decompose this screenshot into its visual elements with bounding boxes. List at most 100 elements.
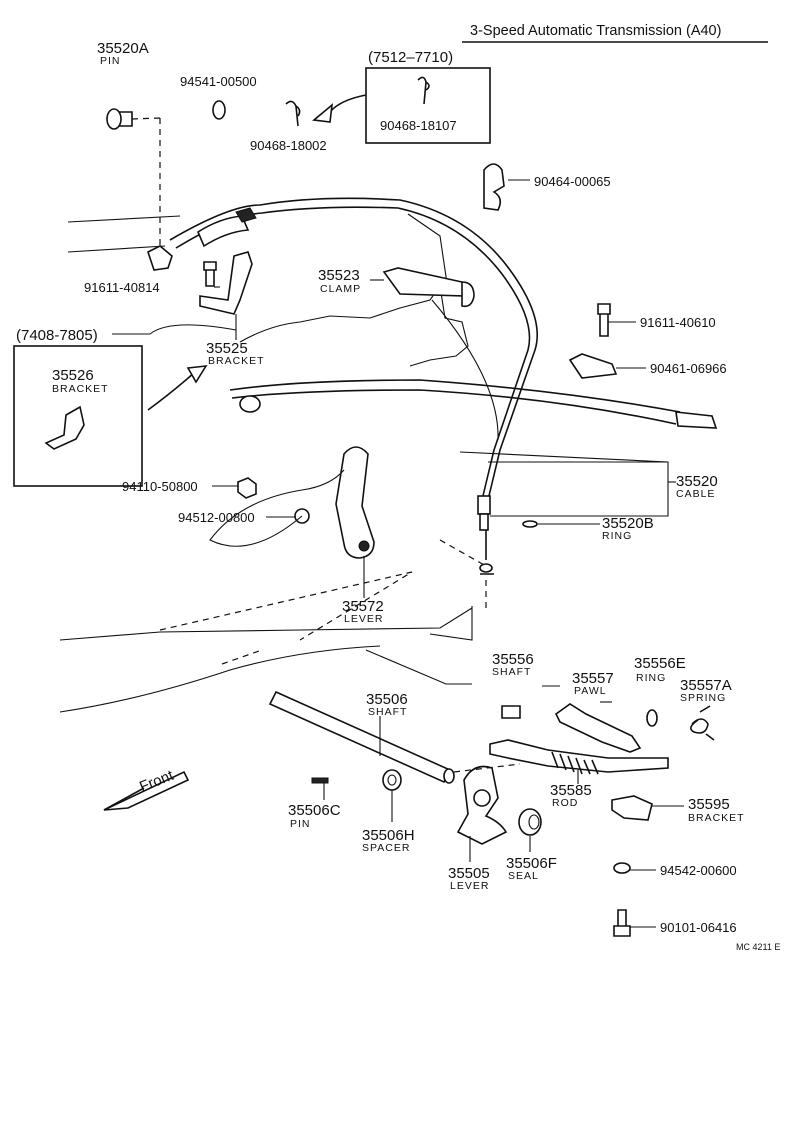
part-number: 35520 bbox=[676, 473, 718, 490]
clamp-90464 bbox=[483, 163, 505, 211]
part-name: SPRING bbox=[680, 692, 726, 704]
inset-bracket-icon bbox=[44, 405, 85, 450]
cable-clevis bbox=[147, 245, 173, 271]
front-arrow bbox=[103, 770, 190, 811]
part-name: CLAMP bbox=[320, 283, 361, 295]
rod-end-slot bbox=[675, 411, 718, 429]
leaders bbox=[212, 179, 684, 928]
part-number: 90101-06416 bbox=[660, 920, 737, 935]
part-number: 35506C bbox=[288, 802, 341, 819]
part-number: 35557A bbox=[680, 677, 732, 694]
inset-left-part: 35526 bbox=[52, 367, 94, 384]
part-number: 35520B bbox=[602, 515, 654, 532]
diagram-title: 3-Speed Automatic Transmission (A40) bbox=[470, 23, 721, 39]
nut-94542 bbox=[613, 862, 631, 874]
shaft-35506 bbox=[268, 690, 452, 784]
lever-35572 bbox=[335, 446, 375, 559]
nut-94110 bbox=[237, 477, 257, 499]
clamp-35523 bbox=[382, 267, 468, 297]
part-number: 94110-50800 bbox=[122, 479, 198, 494]
bracket-35525 bbox=[199, 251, 253, 315]
part-number: 90464-00065 bbox=[534, 174, 611, 189]
inset-left-leader bbox=[112, 324, 237, 335]
upper-parts bbox=[106, 100, 718, 559]
inset-top-frame bbox=[365, 67, 491, 144]
pawl-35557 bbox=[554, 703, 642, 753]
part-number: 35525 bbox=[206, 340, 248, 357]
part-number: 35556E bbox=[634, 655, 686, 672]
part-number: 94512-00800 bbox=[178, 510, 255, 525]
clip-90468-18002 bbox=[285, 100, 301, 127]
part-number: 91611-40610 bbox=[640, 315, 716, 330]
part-number: 90461-06966 bbox=[650, 361, 727, 376]
ring-35556e bbox=[646, 709, 658, 727]
inset-top-part: 90468-18107 bbox=[380, 118, 457, 133]
bolt-91611-40814 bbox=[203, 261, 217, 287]
control-rod bbox=[229, 379, 681, 413]
inset-left-range: (7408-7805) bbox=[16, 327, 98, 344]
bracket-35595 bbox=[611, 795, 653, 821]
part-number: 35506F bbox=[506, 855, 557, 872]
part-number: 91611-40814 bbox=[84, 280, 160, 295]
part-name: CABLE bbox=[676, 488, 715, 500]
cable-boot bbox=[196, 215, 250, 248]
part-number: 94542-00600 bbox=[660, 863, 737, 878]
spring-35557a bbox=[690, 705, 715, 741]
cable-end-nut bbox=[235, 207, 257, 223]
part-labels: 35520A PIN 94541-00500 90468-18002 90464… bbox=[84, 40, 780, 952]
seal-35506f bbox=[518, 808, 542, 836]
part-name: RING bbox=[602, 530, 632, 542]
shaft-35556 bbox=[501, 705, 521, 719]
inset-left-name: BRACKET bbox=[52, 383, 109, 395]
part-number: 35585 bbox=[550, 782, 592, 799]
part-name: LEVER bbox=[344, 613, 383, 625]
part-number: 35572 bbox=[342, 598, 384, 615]
inset-left-arrow-head bbox=[186, 365, 208, 384]
inset-arrow-head bbox=[312, 103, 334, 123]
spacer-35506h bbox=[382, 769, 402, 791]
part-number: 94541-00500 bbox=[180, 74, 257, 89]
cable-35520 bbox=[169, 197, 538, 575]
drawing-code: MC 4211 E bbox=[736, 942, 780, 952]
part-number: 35506H bbox=[362, 827, 415, 844]
lower-parts: Front bbox=[103, 690, 715, 937]
inset-left-arrow-line bbox=[147, 371, 196, 411]
inset-left: (7408-7805) 35526 BRACKET bbox=[13, 324, 237, 487]
part-name: SPACER bbox=[362, 842, 410, 854]
cable-end-eye bbox=[479, 563, 493, 573]
inset-left-frame bbox=[13, 345, 143, 487]
part-number: 90468-18002 bbox=[250, 138, 327, 153]
part-name: ROD bbox=[552, 797, 578, 809]
pin-35506c bbox=[311, 777, 329, 784]
part-name: RING bbox=[636, 672, 666, 684]
washer-94541 bbox=[212, 100, 226, 120]
part-name: SHAFT bbox=[368, 706, 407, 718]
clip-icon bbox=[417, 76, 430, 105]
joint-90461 bbox=[568, 353, 618, 379]
part-name: SHAFT bbox=[492, 666, 531, 678]
bolt-90101 bbox=[613, 909, 631, 937]
cable-end-fitting bbox=[477, 495, 491, 515]
rod-35585 bbox=[489, 739, 669, 773]
part-number: 35520A bbox=[97, 40, 149, 57]
bolt-91611-40610 bbox=[597, 303, 611, 337]
part-name: BRACKET bbox=[688, 812, 745, 824]
body-outline bbox=[59, 213, 499, 713]
title-block: 3-Speed Automatic Transmission (A40) bbox=[462, 23, 768, 43]
inset-top: (7512–7710) 90468-18107 bbox=[312, 49, 491, 144]
part-number: 35523 bbox=[318, 267, 360, 284]
part-name: LEVER bbox=[450, 880, 489, 892]
part-number: 35595 bbox=[688, 796, 730, 813]
inset-arrow-line bbox=[329, 94, 367, 113]
ring-35520b bbox=[522, 520, 538, 528]
part-number: 35556 bbox=[492, 651, 534, 668]
part-name: PIN bbox=[290, 818, 311, 830]
part-number: 35506 bbox=[366, 691, 408, 708]
part-name: SEAL bbox=[508, 870, 539, 882]
inset-top-range: (7512–7710) bbox=[368, 49, 453, 66]
part-name: BRACKET bbox=[208, 355, 265, 367]
part-name: PIN bbox=[100, 55, 121, 67]
part-name: PAWL bbox=[574, 685, 607, 697]
part-number: 35505 bbox=[448, 865, 490, 882]
